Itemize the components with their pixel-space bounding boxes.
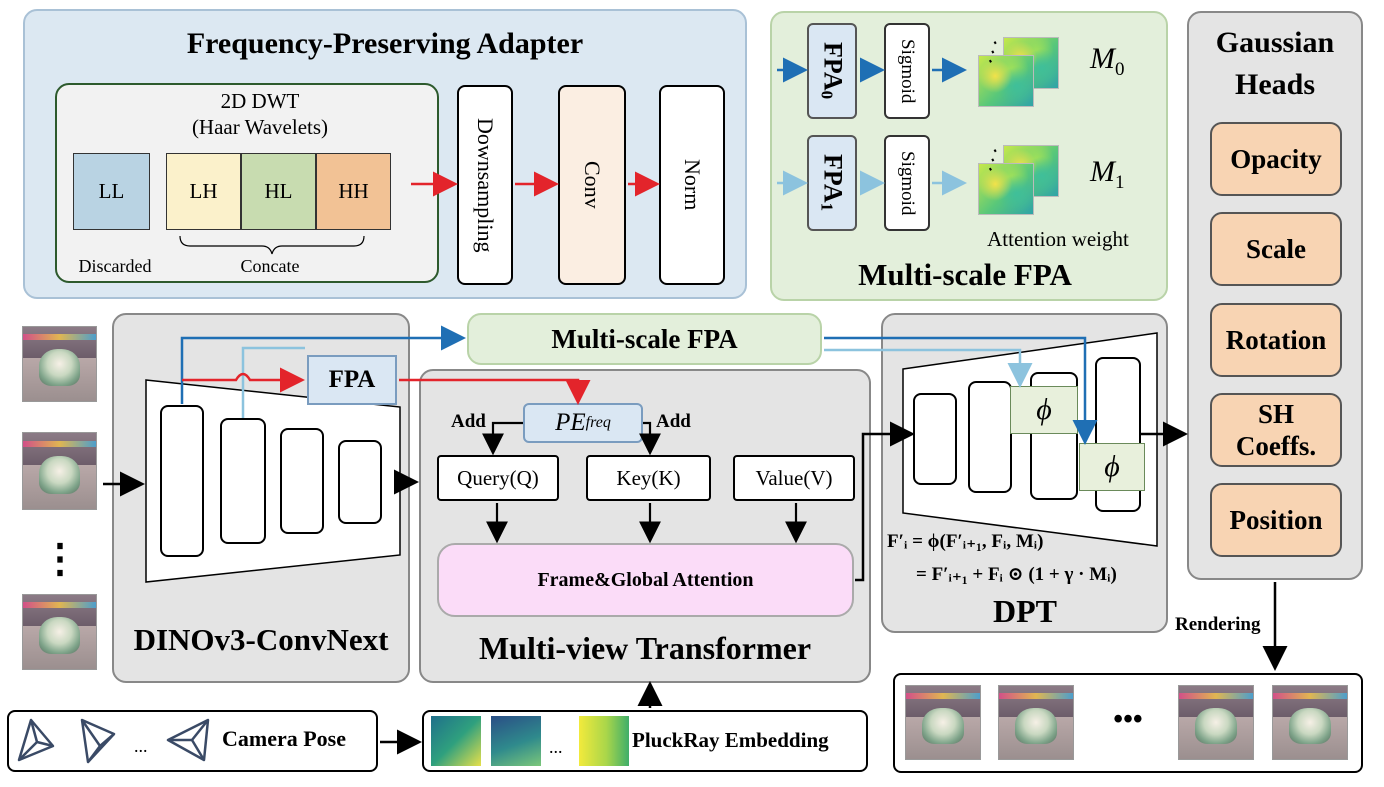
downsampling-block: Downsampling bbox=[457, 85, 513, 285]
head-opacity: Opacity bbox=[1210, 122, 1342, 196]
encoder-stage-2 bbox=[220, 418, 266, 544]
sigmoid-block-1: Sigmoid bbox=[884, 135, 930, 231]
fpa0-subscript: 0 bbox=[817, 91, 837, 100]
fpa1-subscript: 1 bbox=[817, 203, 837, 212]
camera-pose-label: Camera Pose bbox=[222, 726, 347, 751]
norm-label: Norm bbox=[680, 159, 705, 211]
pluckray-map-3 bbox=[579, 716, 629, 766]
conv-label: Conv bbox=[580, 161, 605, 209]
attention-map-1-front bbox=[978, 163, 1034, 215]
head-rotation: Rotation bbox=[1210, 303, 1342, 377]
rendered-ellipsis: ••• bbox=[1113, 704, 1143, 735]
adapter-title: Frequency-Preserving Adapter bbox=[186, 27, 584, 60]
head-position: Position bbox=[1210, 483, 1342, 557]
transformer-title: Multi-view Transformer bbox=[478, 629, 812, 666]
encoder-stage-1 bbox=[160, 405, 204, 557]
attention-block: Frame&Global Attention bbox=[437, 543, 854, 617]
encoder-stage-3 bbox=[280, 428, 324, 534]
input-view-1 bbox=[22, 326, 97, 402]
rendered-view-3 bbox=[1178, 685, 1254, 760]
attention-weight-label: Attention weight bbox=[987, 226, 1129, 251]
dwt-subtitle: (Haar Wavelets) bbox=[191, 114, 329, 139]
band-lh: LH bbox=[166, 153, 241, 230]
downsampling-label: Downsampling bbox=[473, 117, 498, 253]
sigmoid-block-0: Sigmoid bbox=[884, 23, 930, 119]
input-view-n bbox=[22, 594, 97, 670]
encoder-stage-4 bbox=[338, 440, 382, 524]
pluckray-label: PluckRay Embedding bbox=[632, 728, 829, 752]
conv-block: Conv bbox=[558, 85, 626, 285]
rendered-view-1 bbox=[905, 685, 981, 760]
value-block: Value(V) bbox=[733, 455, 855, 501]
head-sh-coeffs: SH Coeffs. bbox=[1210, 393, 1342, 467]
sigmoid-label-1: Sigmoid bbox=[897, 150, 918, 216]
fpa0-label: FPA bbox=[818, 42, 848, 92]
norm-block: Norm bbox=[659, 85, 725, 285]
pluckray-ellipsis: ... bbox=[549, 737, 563, 757]
pluckray-map-2 bbox=[491, 716, 541, 766]
add-right-label: Add bbox=[656, 411, 691, 432]
gaussian-heads-title-1: Gaussian bbox=[1215, 26, 1335, 59]
band-hh: HH bbox=[316, 153, 391, 230]
attention-map-0-front bbox=[978, 55, 1034, 107]
camera-pose-ellipsis: ... bbox=[134, 736, 148, 756]
rendered-view-4 bbox=[1272, 685, 1348, 760]
multiscale-fpa-bar: Multi-scale FPA bbox=[467, 313, 822, 365]
dpt-title: DPT bbox=[993, 592, 1057, 629]
discarded-label: Discarded bbox=[78, 255, 152, 276]
input-view-2 bbox=[22, 432, 97, 510]
dpt-stage-2 bbox=[968, 381, 1012, 493]
key-block: Key(K) bbox=[586, 455, 711, 501]
camera-frustum-icon bbox=[17, 718, 55, 762]
fpa0-block: FPA0 bbox=[807, 23, 857, 119]
concate-label: Concate bbox=[240, 255, 300, 276]
gaussian-heads-title-2: Heads bbox=[1234, 68, 1315, 101]
dpt-equation-1: F′ᵢ = ϕ(F′ᵢ₊₁, Fᵢ, Mᵢ) bbox=[887, 531, 1044, 552]
phi-block-2: ϕ bbox=[1079, 443, 1145, 491]
band-ll: LL bbox=[73, 153, 150, 230]
sigmoid-label-0: Sigmoid bbox=[897, 38, 918, 104]
head-scale: Scale bbox=[1210, 212, 1342, 286]
pe-subscript: freq bbox=[585, 414, 611, 431]
m1-label: M1 bbox=[1090, 155, 1125, 193]
multiscale-panel-title: Multi-scale FPA bbox=[858, 257, 1072, 292]
dwt-title: 2D DWT bbox=[220, 88, 300, 113]
camera-frustum-icon bbox=[80, 718, 116, 764]
pluckray-map-1 bbox=[431, 716, 481, 766]
rendered-view-2 bbox=[998, 685, 1074, 760]
pe-label: PE bbox=[555, 409, 586, 436]
fpa1-block: FPA1 bbox=[807, 135, 857, 231]
camera-frustum-icon bbox=[166, 718, 210, 762]
input-ellipsis: ⋮ bbox=[40, 535, 80, 581]
add-left-label: Add bbox=[451, 411, 486, 432]
dpt-stage-1 bbox=[913, 393, 957, 485]
band-hl: HL bbox=[241, 153, 316, 230]
dpt-equation-2: = F′ᵢ₊₁ + Fᵢ ⊙ (1 + γ · Mᵢ) bbox=[916, 564, 1117, 585]
phi-block-1: ϕ bbox=[1010, 386, 1078, 434]
rendering-label: Rendering bbox=[1175, 614, 1261, 635]
fpa1-label: FPA bbox=[818, 154, 848, 204]
query-block: Query(Q) bbox=[437, 455, 559, 501]
m0-label: M0 bbox=[1090, 42, 1125, 80]
encoder-title: DINOv3-ConvNext bbox=[133, 622, 389, 657]
